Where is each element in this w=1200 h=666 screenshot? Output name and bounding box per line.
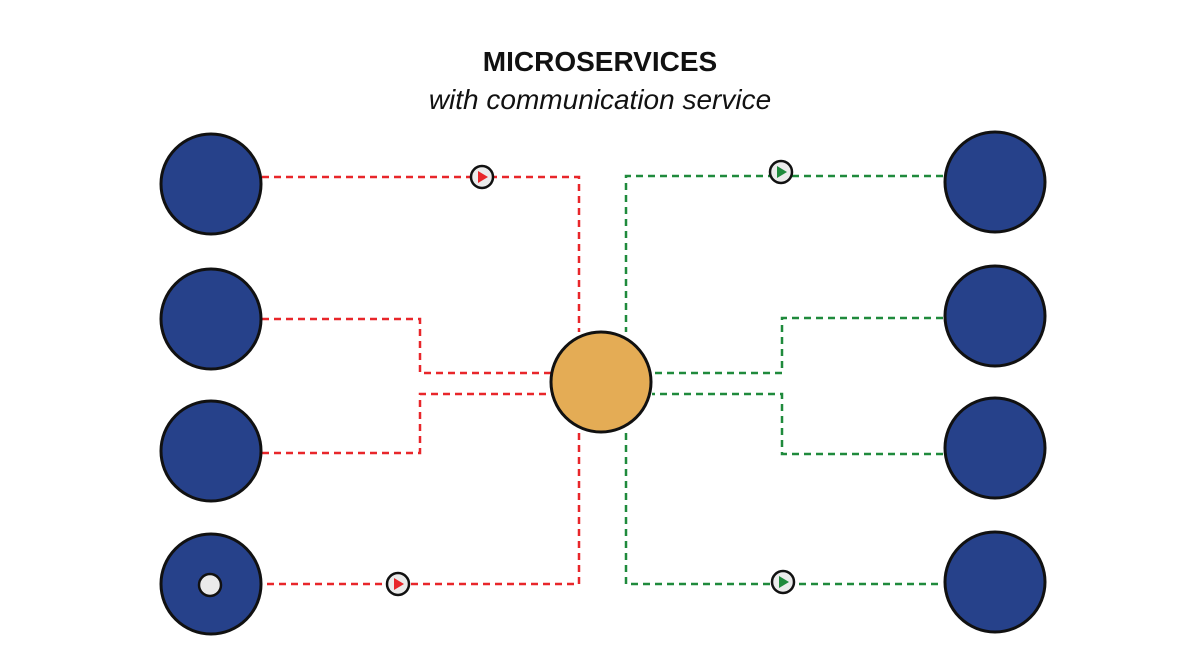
service-node-right-4 — [943, 530, 1047, 634]
communication-service-hub — [549, 330, 653, 434]
green-arrow-marker-icon — [770, 569, 796, 595]
green-connection-1 — [624, 174, 943, 332]
red-connection-2 — [262, 317, 552, 375]
service-node-right-1 — [943, 130, 1047, 234]
green-arrow-marker-icon — [768, 159, 794, 185]
diagram-title: MICROSERVICES — [482, 46, 718, 77]
red-connection-3 — [262, 392, 552, 455]
green-connection-2 — [652, 316, 943, 375]
red-connection-4 — [262, 433, 581, 586]
service-node-left-1 — [159, 132, 263, 236]
red-connection-1 — [262, 175, 581, 332]
diagram-subtitle: with communication service — [428, 84, 772, 115]
service-node-left-3 — [159, 399, 263, 503]
message-dot — [197, 572, 223, 598]
green-connection-3 — [652, 392, 943, 456]
service-node-left-2 — [159, 267, 263, 371]
service-node-right-2 — [943, 264, 1047, 368]
red-arrow-marker-icon — [469, 164, 495, 190]
red-arrow-marker-icon — [385, 571, 411, 597]
service-node-right-3 — [943, 396, 1047, 500]
green-connection-4 — [624, 433, 943, 586]
